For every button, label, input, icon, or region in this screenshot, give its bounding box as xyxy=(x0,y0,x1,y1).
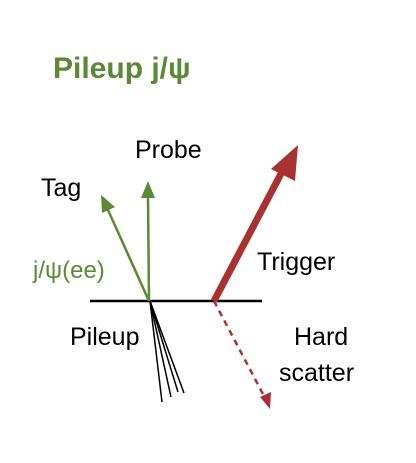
diagram-title: Pileup j/ψ xyxy=(53,52,191,85)
probe-arrow xyxy=(141,181,155,302)
trigger-label: Trigger xyxy=(257,248,336,276)
probe-label: Probe xyxy=(135,136,202,164)
trigger-arrow xyxy=(210,145,298,303)
tag-arrow xyxy=(101,195,151,302)
pileup-spray xyxy=(149,300,185,403)
scatter-label: scatter xyxy=(279,359,355,387)
tag-label: Tag xyxy=(41,174,82,202)
jpsi-label: j/ψ(ee) xyxy=(33,257,105,284)
hard-label: Hard xyxy=(294,323,349,351)
pileup-label: Pileup xyxy=(70,323,140,351)
hard-scatter-arrow xyxy=(212,300,271,409)
